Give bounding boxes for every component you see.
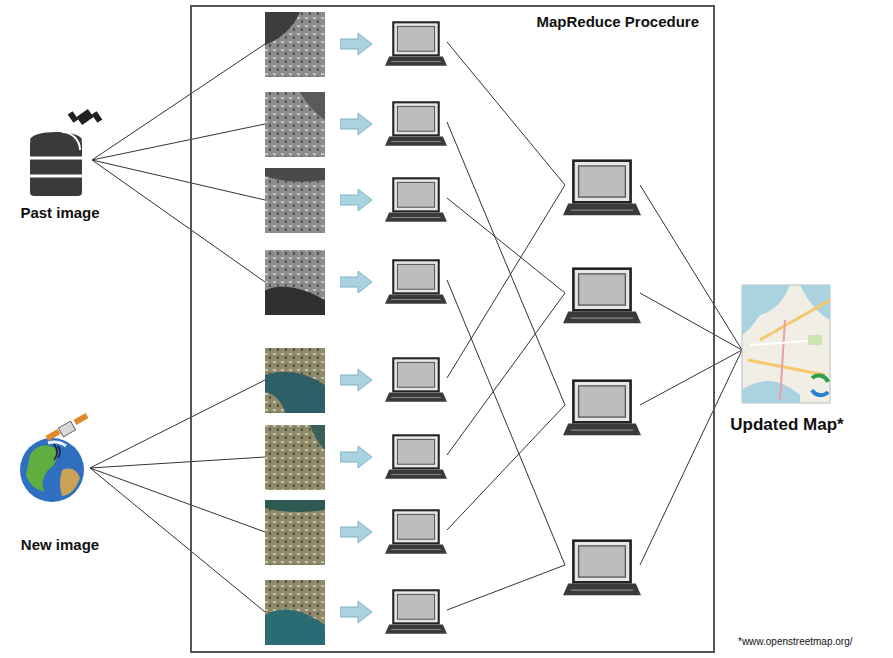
node-label: New image [1,536,119,553]
procedure-box: MapReduce Procedure [190,5,715,653]
reducer-laptops [563,161,641,596]
source-node: New image [1,420,119,560]
earth-icon [20,413,89,502]
output-node: Updated Map* [718,285,856,460]
past-tiles [265,12,325,315]
source-node: Past image [1,120,119,230]
database-icon [30,109,102,196]
shuffle-lines [447,42,565,610]
node-label: Past image [1,204,119,221]
source-lines [90,44,265,612]
reduce-lines [640,185,742,565]
new-tiles [265,348,325,645]
mapper-laptops [385,22,447,633]
map-image [742,285,830,403]
node-label: Updated Map* [718,415,856,435]
source-footnote: *www.openstreetmap.org/ [738,636,853,647]
map-arrows [340,33,372,623]
box-title: MapReduce Procedure [192,13,699,30]
